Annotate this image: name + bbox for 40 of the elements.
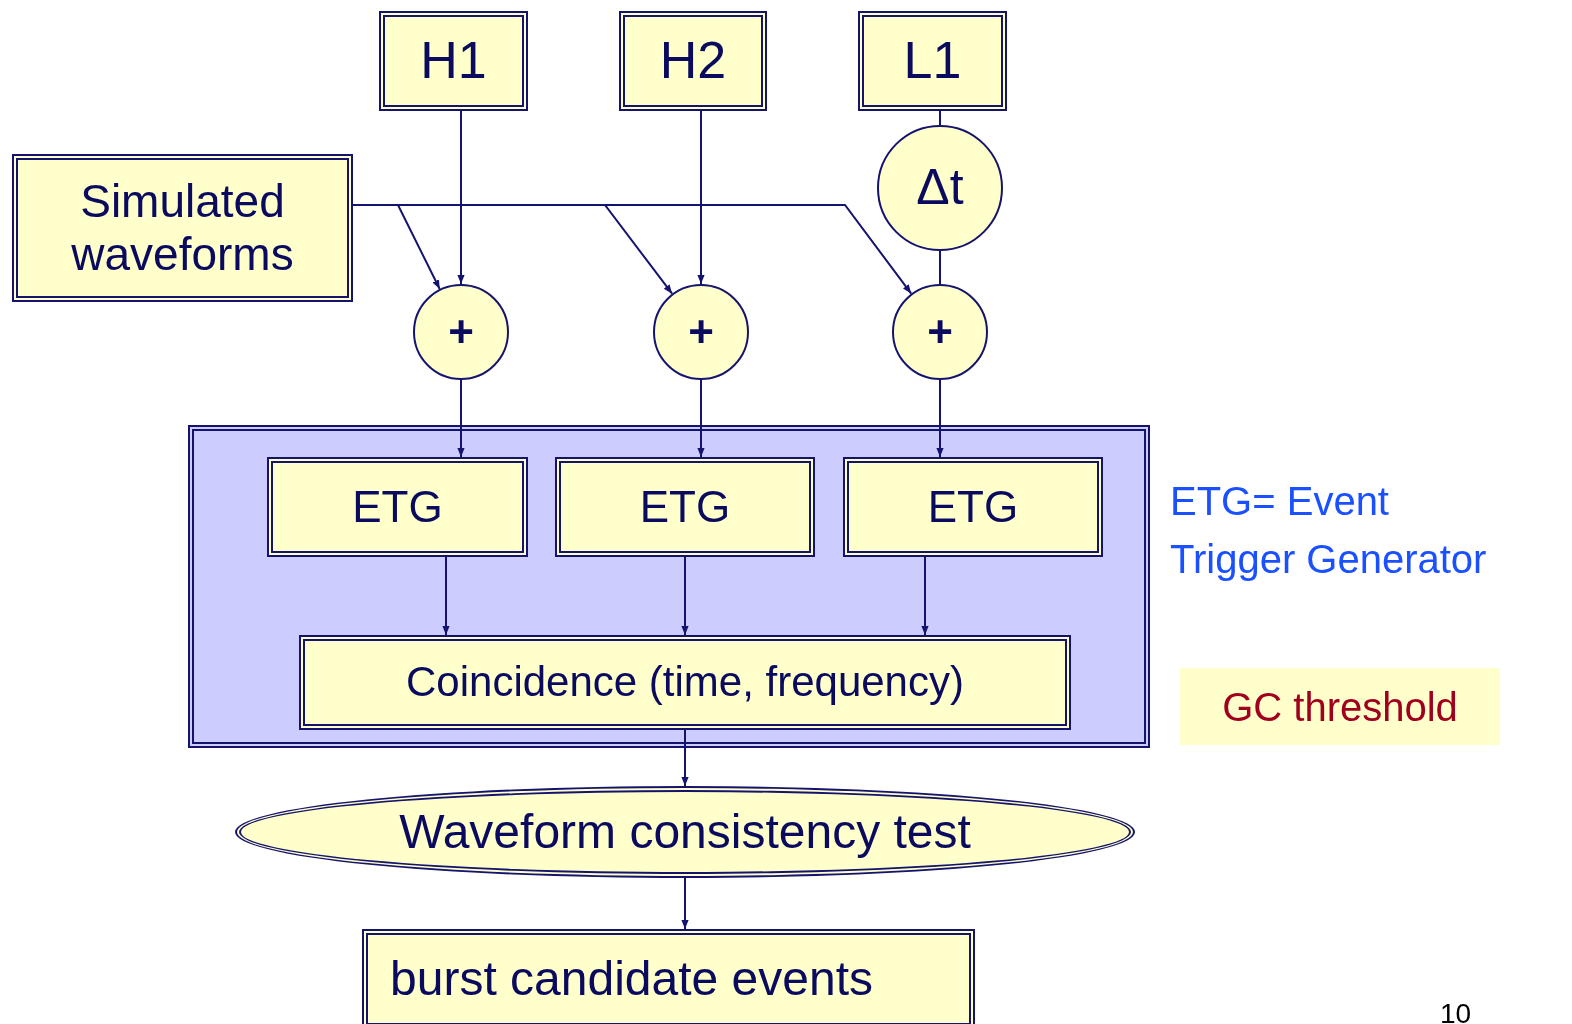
process-box xyxy=(843,457,1103,557)
arrow xyxy=(697,379,705,458)
node-label: ETG xyxy=(352,481,443,533)
note-text: ETG= Event Trigger Generator xyxy=(1170,478,1488,583)
arrow xyxy=(697,110,705,285)
process-box xyxy=(362,929,975,1024)
node-label: + xyxy=(927,306,953,358)
node-label: ETG xyxy=(639,481,731,533)
arrow xyxy=(681,729,689,787)
arrow xyxy=(936,379,944,458)
node-label: burst candidate events xyxy=(390,951,873,1007)
arrow xyxy=(457,379,465,458)
group-panel xyxy=(188,425,1150,748)
process-box xyxy=(12,154,353,302)
arrow xyxy=(681,877,689,930)
process-box xyxy=(299,635,1071,730)
connector-line xyxy=(939,250,941,285)
node-label: + xyxy=(448,306,474,358)
process-box xyxy=(267,457,528,557)
node-label: + xyxy=(688,306,714,358)
node-label: Simulated waveforms xyxy=(70,175,295,281)
arrow xyxy=(681,556,689,636)
page-number: 10 xyxy=(1440,997,1473,1024)
process-box xyxy=(379,11,528,111)
node-label: Δt xyxy=(916,159,964,217)
node-label: ETG xyxy=(927,481,1019,533)
arrow xyxy=(921,556,929,636)
process-box xyxy=(555,457,815,557)
node-label: Coincidence (time, frequency) xyxy=(406,658,964,707)
note-box xyxy=(1180,668,1500,745)
process-box xyxy=(858,11,1007,111)
node-label: H1 xyxy=(420,31,487,91)
arrow xyxy=(457,110,465,285)
node-label: H2 xyxy=(659,31,727,91)
process-box xyxy=(619,11,767,111)
arrow xyxy=(442,556,450,636)
node-label: L1 xyxy=(903,31,962,91)
node-label: Waveform consistency test xyxy=(399,804,971,860)
connector-line xyxy=(939,110,941,126)
node-label: GC threshold xyxy=(1222,683,1458,730)
